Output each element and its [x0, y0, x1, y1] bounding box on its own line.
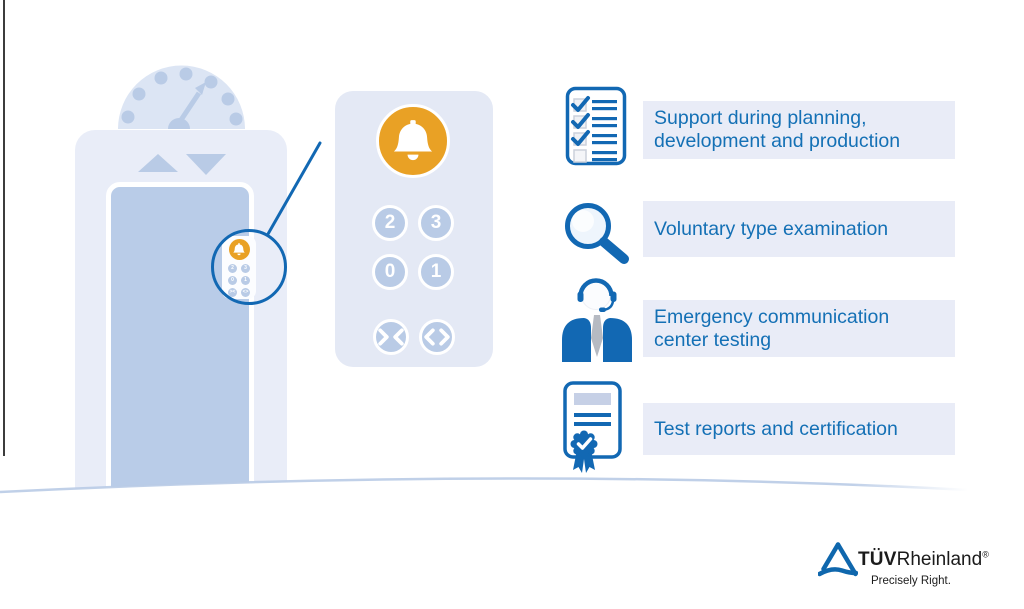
service-label: Support during planning, development and… [654, 107, 901, 152]
certificate-icon [563, 381, 622, 473]
door-close-icon [378, 328, 404, 346]
service-item: Support during planning, development and… [643, 101, 955, 159]
service-item: Voluntary type examination [643, 201, 955, 257]
elevator-call-panel: 2 3 0 1 [335, 91, 493, 367]
left-frame-line-top [3, 0, 5, 456]
tuv-triangle-logo-icon [818, 542, 858, 577]
rosette-seal [570, 430, 598, 473]
floor-button-1: 1 [418, 254, 454, 290]
brand-tuv: TÜV [858, 549, 897, 570]
floor-button-2: 2 [372, 205, 408, 241]
callout-line [266, 141, 322, 236]
magnifier-callout-circle [211, 229, 287, 305]
gauge-dots [121, 67, 243, 126]
floor-button-3: 3 [418, 205, 454, 241]
emergency-bell-button [376, 104, 450, 178]
bell-icon [393, 120, 433, 161]
floor-button-0: 0 [372, 254, 408, 290]
floor-indicator-gauge [118, 65, 245, 129]
brand-rheinland: Rheinland [896, 549, 983, 570]
door-open-button [419, 319, 455, 355]
gauge-needle [168, 82, 206, 129]
service-label: Test reports and certification [654, 417, 898, 440]
door-close-button [373, 319, 409, 355]
ground-curve [0, 477, 1024, 609]
elevator-direction-arrows [138, 154, 226, 175]
up-arrow [138, 154, 178, 172]
brand-wordmark: TÜVRheinland® [858, 549, 989, 571]
service-label: Voluntary type examination [654, 217, 889, 240]
magnifier-icon [565, 203, 629, 264]
door-open-icon [424, 328, 450, 346]
service-label: Emergency communication center testing [654, 305, 890, 351]
down-arrow [186, 154, 226, 175]
elevator-door [106, 182, 254, 495]
service-item: Test reports and certification [643, 403, 955, 455]
service-item: Emergency communication center testing [643, 300, 955, 357]
registered-mark: ® [982, 549, 989, 560]
checklist-icon [565, 86, 627, 166]
call-center-agent-icon [562, 278, 632, 362]
brand-tagline: Precisely Right. [871, 575, 951, 587]
